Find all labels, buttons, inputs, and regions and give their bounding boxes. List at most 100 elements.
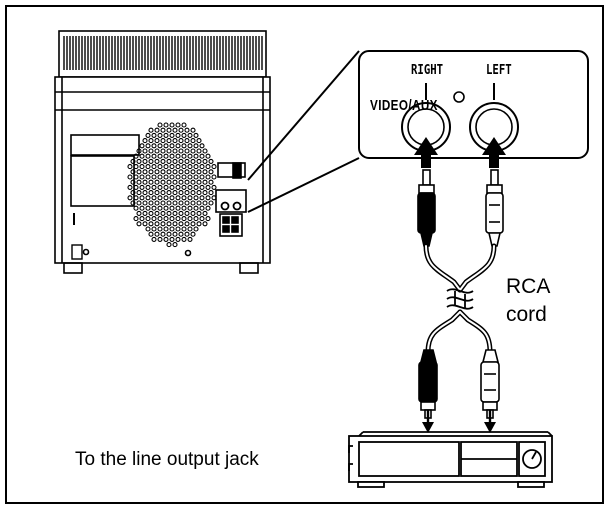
speaker-hole <box>166 158 172 164</box>
speaker-hole <box>148 127 154 133</box>
speaker-hole <box>148 148 154 154</box>
speaker-hole <box>139 216 145 222</box>
speaker-hole <box>205 216 211 222</box>
speaker-hole <box>184 190 190 196</box>
speaker-hole <box>205 195 211 201</box>
speaker-hole <box>187 195 193 201</box>
speaker-hole <box>181 153 187 159</box>
speaker-hole <box>148 138 154 144</box>
speaker-hole <box>163 236 169 242</box>
speaker-hole <box>193 216 199 222</box>
speaker-hole <box>142 200 148 206</box>
speaker-hole <box>187 236 193 242</box>
speaker-hole <box>190 190 196 196</box>
callout-line-top <box>247 50 360 181</box>
speaker-hole <box>169 153 175 159</box>
speaker-hole <box>157 132 163 138</box>
speaker-hole <box>130 190 136 196</box>
speaker-hole <box>133 164 139 170</box>
speaker-hole <box>202 179 208 185</box>
speaker-hole <box>211 195 217 201</box>
speaker-hole <box>154 148 160 154</box>
speaker-hole <box>196 138 202 144</box>
speaker-hole <box>136 190 142 196</box>
speaker-hole <box>151 236 157 242</box>
speaker-hole <box>127 164 133 170</box>
speaker-hole <box>175 195 181 201</box>
speaker-hole <box>208 169 214 175</box>
speaker-hole <box>178 231 184 237</box>
source-device-label: To the line output jack <box>75 449 259 470</box>
speaker-hole <box>181 226 187 232</box>
speaker-hole <box>148 231 154 237</box>
speaker-hole <box>199 164 205 170</box>
speaker-hole <box>151 195 157 201</box>
speaker-hole <box>184 138 190 144</box>
speaker-hole <box>142 190 148 196</box>
speaker-hole <box>199 143 205 149</box>
speaker-hole <box>127 184 133 190</box>
speaker-hole <box>154 169 160 175</box>
speaker-hole <box>184 148 190 154</box>
speaker-hole <box>160 138 166 144</box>
speaker-hole <box>178 179 184 185</box>
speaker-hole <box>190 158 196 164</box>
speaker-hole <box>169 216 175 222</box>
speaker-hole <box>175 122 181 128</box>
speaker-hole <box>136 221 142 227</box>
speaker-hole <box>154 127 160 133</box>
speaker-hole <box>187 174 193 180</box>
speaker-hole <box>166 200 172 206</box>
speaker-hole <box>202 169 208 175</box>
speaker-hole <box>190 200 196 206</box>
speaker-hole <box>172 210 178 216</box>
speaker-hole <box>139 184 145 190</box>
speaker-hole <box>184 200 190 206</box>
speaker-hole <box>175 153 181 159</box>
speaker-hole <box>196 200 202 206</box>
speaker-hole <box>190 148 196 154</box>
speaker-hole <box>178 169 184 175</box>
speaker-hole <box>136 169 142 175</box>
speaker-hole <box>184 179 190 185</box>
speaker-hole <box>181 122 187 128</box>
speaker-hole <box>130 200 136 206</box>
speaker-hole <box>181 174 187 180</box>
speaker-hole <box>169 226 175 232</box>
rca-plug-upper-left <box>485 169 504 247</box>
speaker-hole <box>175 216 181 222</box>
speaker-hole <box>169 184 175 190</box>
speaker-hole <box>133 195 139 201</box>
speaker-hole <box>202 148 208 154</box>
speaker-hole <box>172 138 178 144</box>
speaker-hole <box>139 143 145 149</box>
speaker-hole <box>151 205 157 211</box>
speaker-hole <box>181 184 187 190</box>
speaker-hole <box>175 205 181 211</box>
speaker-hole <box>178 221 184 227</box>
speaker-hole <box>160 210 166 216</box>
speaker-hole <box>184 210 190 216</box>
rca-plug-upper-right <box>417 169 436 247</box>
speaker-hole <box>151 153 157 159</box>
speaker-hole <box>142 210 148 216</box>
speaker-hole <box>184 169 190 175</box>
speaker-hole <box>169 195 175 201</box>
speaker-hole <box>133 205 139 211</box>
speaker-hole <box>211 184 217 190</box>
speaker-hole <box>190 210 196 216</box>
speaker-hole <box>193 153 199 159</box>
speaker-hole <box>175 236 181 242</box>
speaker-hole <box>178 138 184 144</box>
speaker-hole <box>154 158 160 164</box>
speaker-hole <box>136 179 142 185</box>
speaker-hole <box>196 221 202 227</box>
speaker-hole <box>199 174 205 180</box>
speaker-hole <box>166 190 172 196</box>
speaker-hole <box>160 190 166 196</box>
insert-arrows-bottom <box>422 410 496 433</box>
speaker-hole <box>175 174 181 180</box>
speaker-hole <box>160 127 166 133</box>
speaker-hole <box>145 226 151 232</box>
